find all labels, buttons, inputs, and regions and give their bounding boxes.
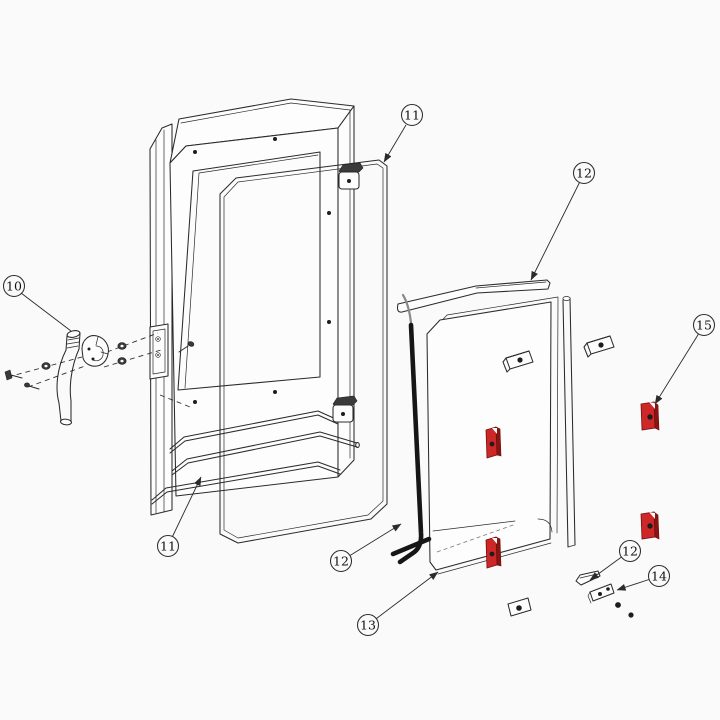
panel-right-flange: [562, 296, 576, 548]
svg-text:11: 11: [160, 539, 176, 554]
callout-14: 14: [616, 564, 671, 591]
glass-clip-top-right: [583, 335, 615, 358]
top-gasket-strip: [396, 279, 551, 313]
callouts: 10 11 11 12 12 13 12: [2, 103, 716, 637]
svg-text:13: 13: [360, 618, 376, 633]
callout-13: 13: [356, 571, 439, 637]
svg-text:15: 15: [696, 318, 712, 333]
callout-10: 10: [2, 274, 72, 332]
red-glass-clip-lower: [640, 511, 660, 540]
door-latch-plate: [149, 323, 169, 380]
glass-clip-bottom: [507, 597, 532, 617]
handle-mounting-plate: [81, 335, 109, 367]
svg-text:12: 12: [576, 166, 592, 181]
glass-retaining-frame: [219, 159, 388, 544]
loose-screws: [615, 602, 634, 618]
callout-11-top: 11: [383, 103, 424, 163]
callout-12-right: 12: [589, 539, 642, 581]
red-glass-clip-upper: [640, 401, 660, 431]
glass-panel-assembly: [390, 279, 615, 617]
svg-text:12: 12: [622, 544, 638, 559]
screw: [4, 369, 13, 381]
door-hinge-bracket-top: [338, 162, 364, 190]
fixing-bracket: [587, 583, 615, 604]
red-clip-panel-bottom: [485, 536, 502, 569]
svg-text:10: 10: [6, 279, 22, 294]
callout-12-middle: 12: [329, 523, 402, 573]
door-body: [149, 98, 360, 516]
glass-clip-top-left: [502, 350, 534, 373]
handle-fasteners: [4, 341, 195, 390]
svg-text:14: 14: [651, 569, 667, 584]
small-gasket-strip: [575, 570, 601, 586]
door-hinge-edge-profile: [149, 123, 173, 516]
door-handle-assembly: [4, 330, 195, 426]
door-bottom-rails: [151, 410, 360, 505]
callout-15: 15: [654, 313, 716, 405]
callout-12-top: 12: [530, 161, 596, 281]
door-window-opening: [177, 151, 321, 391]
door-hinge-bracket-bottom: [332, 395, 358, 423]
side-rope-gasket: [390, 293, 432, 565]
door-screw-holes: [193, 137, 331, 404]
callout-11-bottom: 11: [156, 476, 202, 558]
red-clip-panel-center: [485, 426, 502, 459]
handle-grip: [56, 330, 81, 426]
svg-text:12: 12: [333, 554, 349, 569]
svg-text:11: 11: [404, 108, 420, 123]
screw: [187, 341, 195, 347]
